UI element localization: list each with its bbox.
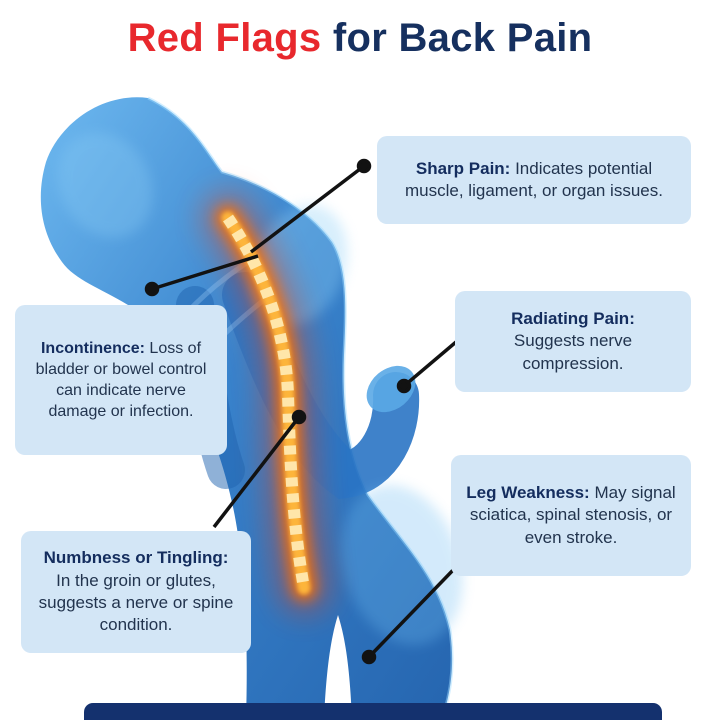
callout-incontinence: Incontinence: Loss of bladder or bowel c… bbox=[15, 305, 227, 455]
title-rest: for Back Pain bbox=[321, 16, 593, 60]
callout-lead: Numbness or Tingling: bbox=[43, 548, 229, 568]
connector-dot-leg-weakness bbox=[361, 649, 377, 665]
callout-radiating-pain: Radiating Pain: Suggests nerve compressi… bbox=[455, 291, 691, 392]
callout-body: May signal sciatica, spinal stenosis, or… bbox=[469, 482, 676, 547]
callout-body: Indicates potential muscle, ligament, or… bbox=[405, 158, 663, 200]
callout-sharp-pain: Sharp Pain: Indicates potential muscle, … bbox=[377, 136, 691, 224]
connector-line-numbness bbox=[212, 415, 301, 529]
callout-lead: Radiating Pain: bbox=[511, 308, 635, 328]
callout-lead: Incontinence: bbox=[40, 339, 145, 357]
connector-dot-incontinence bbox=[144, 281, 160, 297]
page-title: Red Flags for Back Pain bbox=[0, 16, 720, 61]
callout-lead: Sharp Pain: bbox=[415, 158, 511, 178]
callout-text: Sharp Pain: Indicates potential muscle, … bbox=[391, 158, 677, 203]
spine-highlight bbox=[201, 191, 331, 615]
head-highlight bbox=[57, 132, 153, 238]
title-highlight: Red Flags bbox=[127, 16, 322, 60]
connector-dot-radiating bbox=[396, 378, 412, 394]
callout-body: Suggests nerve compression. bbox=[513, 331, 633, 373]
connector-dot-sharp-pain bbox=[356, 158, 372, 174]
callout-text: Radiating Pain: Suggests nerve compressi… bbox=[469, 308, 677, 375]
connector-line-sharp-pain bbox=[249, 164, 366, 254]
spine-vertebrae bbox=[223, 214, 310, 590]
callout-numbness-tingling: Numbness or Tingling: In the groin or gl… bbox=[21, 531, 251, 653]
callout-text: Numbness or Tingling: In the groin or gl… bbox=[35, 547, 237, 637]
connector-line-incontinence bbox=[151, 254, 259, 291]
callout-leg-weakness: Leg Weakness: May signal sciatica, spina… bbox=[451, 455, 691, 576]
connector-dot-numbness bbox=[291, 409, 307, 425]
callout-text: Leg Weakness: May signal sciatica, spina… bbox=[465, 482, 677, 549]
callout-body: In the groin or glutes, suggests a nerve… bbox=[38, 570, 234, 635]
hand-on-back bbox=[366, 365, 416, 413]
connector-line-leg-weakness bbox=[367, 564, 459, 659]
connector-line-radiating bbox=[402, 340, 458, 388]
callout-body: Loss of bladder or bowel control can ind… bbox=[35, 339, 207, 421]
hip-highlight bbox=[341, 484, 463, 646]
callout-lead: Leg Weakness: bbox=[466, 482, 590, 502]
footer-bar bbox=[84, 703, 662, 720]
callout-text: Incontinence: Loss of bladder or bowel c… bbox=[29, 338, 213, 422]
